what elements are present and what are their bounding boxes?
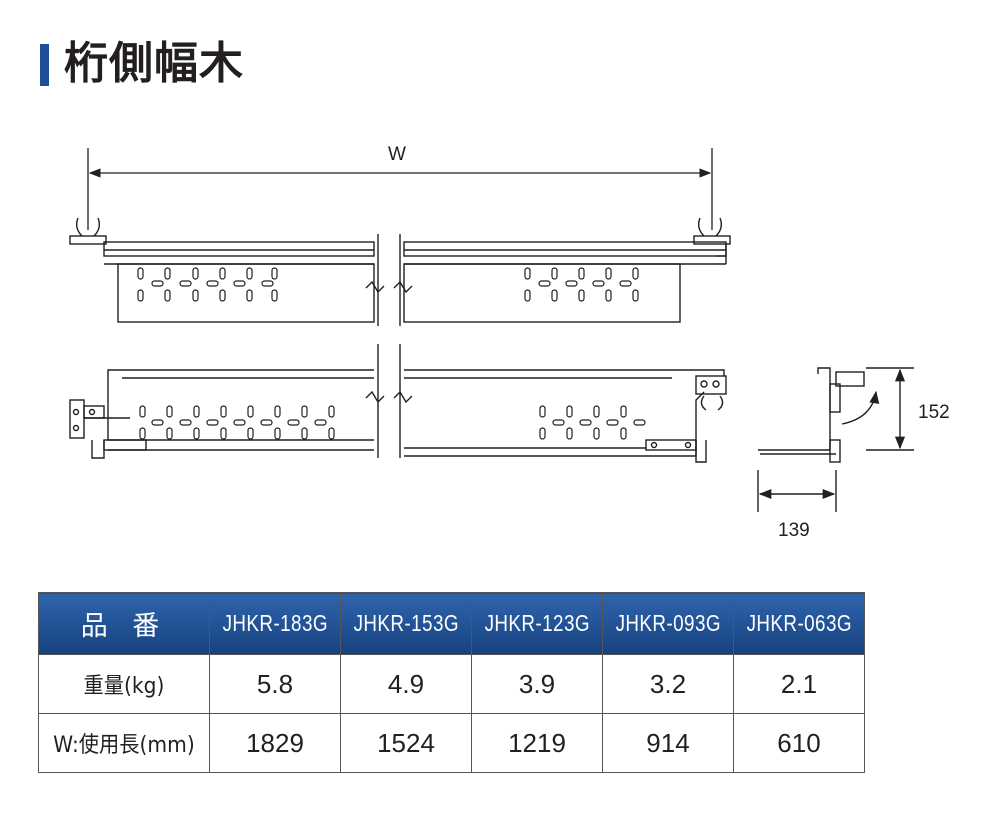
spec-table: 品 番 JHKR-183G JHKR-153G JHKR-123G JHKR-0… <box>38 592 865 773</box>
row-label: 重量(kg) <box>38 654 210 714</box>
value-cell: 3.2 <box>602 654 734 714</box>
value-cell: 1829 <box>209 713 341 773</box>
value-cell: 3.9 <box>471 654 603 714</box>
row-label: W:使用長(mm) <box>38 713 210 773</box>
value-cell: 610 <box>733 713 865 773</box>
value-cell: 914 <box>602 713 734 773</box>
side-view <box>757 367 914 512</box>
header-label: 品 番 <box>38 592 210 655</box>
value-cell: 2.1 <box>733 654 865 714</box>
value-cell: 1524 <box>340 713 472 773</box>
width-dimension <box>87 148 713 230</box>
model-cell: JHKR-063G <box>733 592 865 655</box>
depth-label: 139 <box>778 520 810 541</box>
top-view-slots <box>137 267 639 302</box>
model-cell: JHKR-183G <box>209 592 341 655</box>
front-view <box>69 344 727 463</box>
front-view-slots <box>139 405 646 440</box>
value-cell: 4.9 <box>340 654 472 714</box>
model-cell: JHKR-093G <box>602 592 734 655</box>
value-cell: 5.8 <box>209 654 341 714</box>
table-header-row: 品 番 JHKR-183G JHKR-153G JHKR-123G JHKR-0… <box>38 592 865 655</box>
height-label: 152 <box>918 402 950 423</box>
value-cell: 1219 <box>471 713 603 773</box>
top-view <box>69 217 731 326</box>
technical-drawing: W <box>69 144 950 541</box>
model-cell: JHKR-153G <box>340 592 472 655</box>
table-row: 重量(kg) 5.8 4.9 3.9 3.2 2.1 <box>38 654 865 714</box>
title-accent-bar <box>40 44 49 86</box>
width-label: W <box>388 144 406 165</box>
model-cell: JHKR-123G <box>471 592 603 655</box>
page-title: 桁側幅木 <box>64 38 244 89</box>
table-row: W:使用長(mm) 1829 1524 1219 914 610 <box>38 713 865 773</box>
